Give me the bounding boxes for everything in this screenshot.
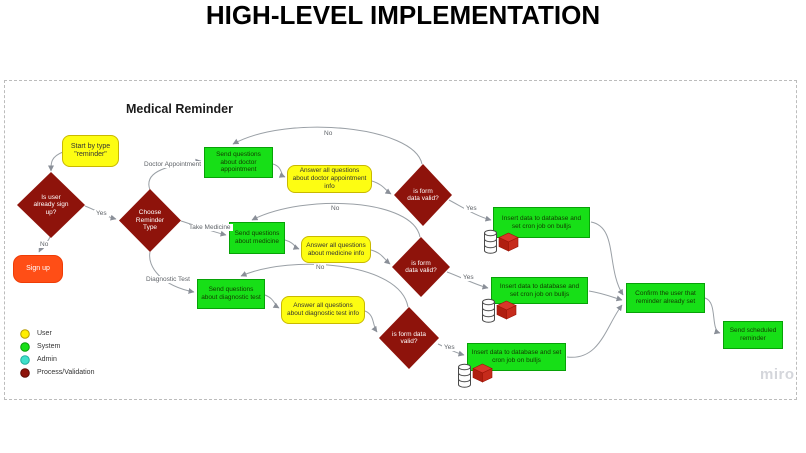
edge-confirm-scheduled — [704, 297, 721, 335]
edge-label-no: No — [322, 130, 335, 137]
node-answer-doctor: Answer all questions about doctor appoin… — [287, 165, 372, 193]
edge-label-no: No — [329, 205, 342, 212]
edge-valid-no-medicine — [251, 202, 421, 238]
edge-start-to-signup-check — [47, 151, 64, 172]
edge-insert3-confirm — [566, 304, 623, 358]
edge-label-yes: Yes — [94, 210, 109, 217]
edge-valid-no-diagnostic — [240, 263, 409, 308]
decision-form-valid-doctor: is form data valid? — [394, 164, 452, 226]
node-sign-up: Sign up — [13, 255, 63, 283]
decision-is-signed-up: Is user already sign up? — [17, 172, 85, 238]
node-send-questions-medicine: Send questions about medicine — [229, 222, 285, 254]
edge-label-no: No — [314, 264, 327, 271]
edge-answer-valid-medicine — [370, 249, 391, 265]
node-answer-medicine: Answer all questions about medicine info — [301, 236, 371, 263]
node-send-questions-doctor: Send questions about doctor appointment — [204, 147, 273, 178]
decision-form-valid-medicine: is form data valid? — [392, 237, 450, 297]
legend-item-process-validation: Process/Validation — [20, 366, 94, 379]
database-icon — [458, 363, 471, 388]
legend-dot-admin-icon — [20, 354, 30, 365]
edge-send-answer-diagnostic — [264, 294, 280, 309]
board-heading: Medical Reminder — [126, 102, 233, 116]
node-insert-database-medicine: Insert data to database and set cron job… — [491, 277, 588, 304]
legend-dot-user-icon — [20, 328, 30, 339]
edge-label-yes: Yes — [461, 274, 476, 281]
edge-label-take-medicine: Take Medicine — [187, 224, 233, 231]
miro-watermark: miro — [760, 366, 795, 383]
redis-cube-icon — [496, 300, 517, 320]
edge-answer-valid-diagnostic — [364, 310, 378, 333]
edge-send-answer-medicine — [284, 239, 300, 250]
legend-dot-system-icon — [20, 341, 30, 352]
node-answer-diagnostic: Answer all questions about diagnostic te… — [281, 296, 365, 324]
edge-label-yes: Yes — [464, 205, 479, 212]
edge-label-doctor-appointment: Doctor Appointment — [142, 161, 204, 168]
node-send-scheduled-reminder: Send scheduled reminder — [723, 321, 783, 349]
legend-item-user: User — [20, 327, 94, 340]
node-start: Start by type "reminder" — [62, 135, 119, 167]
database-icon — [484, 229, 497, 254]
edge-branch-diagnostic — [149, 251, 195, 294]
legend-dot-process-icon — [20, 367, 30, 378]
redis-cube-icon — [472, 363, 493, 383]
decision-form-valid-diagnostic: is form data valid? — [379, 307, 439, 369]
legend: User System Admin Process/Validation — [20, 327, 94, 379]
edge-label-diagnostic-test: Diagnostic Test — [144, 276, 192, 283]
edge-answer-valid-doctor — [371, 180, 392, 195]
page-title: HIGH-LEVEL IMPLEMENTATION — [205, 0, 601, 30]
decision-choose-reminder-type: Choose Reminder Type — [119, 189, 181, 252]
edge-send-answer-doctor — [272, 163, 286, 178]
legend-item-system: System — [20, 340, 94, 353]
edge-insert1-confirm — [590, 221, 624, 296]
node-send-questions-diagnostic: Send questions about diagnostic test — [197, 279, 265, 309]
legend-item-admin: Admin — [20, 353, 94, 366]
edge-label-no: No — [38, 241, 51, 248]
edge-valid-no-doctor — [232, 126, 423, 165]
database-icon — [482, 298, 495, 323]
node-confirm-reminder-set: Confirm the user that reminder already s… — [626, 283, 705, 313]
edge-label-yes: Yes — [442, 344, 457, 351]
redis-cube-icon — [498, 232, 519, 252]
edge-insert2-confirm — [588, 290, 623, 302]
node-insert-database-doctor: Insert data to database and set cron job… — [493, 207, 590, 238]
